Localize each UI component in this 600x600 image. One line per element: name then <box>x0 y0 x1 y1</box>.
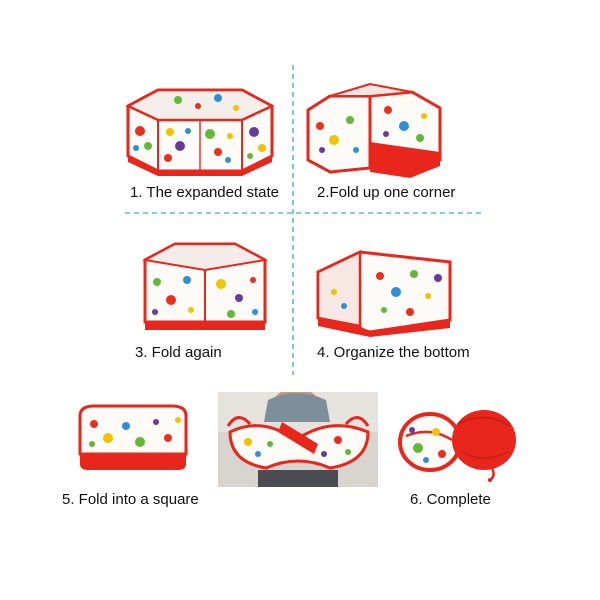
divider-horizontal <box>125 212 485 214</box>
step-5-image <box>78 404 188 470</box>
step-2-image <box>306 82 442 178</box>
fold-demo-photo <box>218 392 378 487</box>
step-6-caption: 6. Complete <box>410 491 491 508</box>
step-4-caption: 4. Organize the bottom <box>317 344 470 361</box>
step-1-caption: 1. The expanded state <box>130 184 280 201</box>
step-3-image <box>141 242 269 330</box>
step-4-image <box>316 250 452 337</box>
step-5-caption: 5. Fold into a square <box>62 491 199 508</box>
divider-vertical <box>292 65 294 375</box>
step-2-caption: 2.Fold up one corner <box>317 184 456 201</box>
step-6-image <box>398 410 516 482</box>
step-1-image <box>125 88 275 176</box>
step-3-caption: 3. Fold again <box>135 344 222 361</box>
